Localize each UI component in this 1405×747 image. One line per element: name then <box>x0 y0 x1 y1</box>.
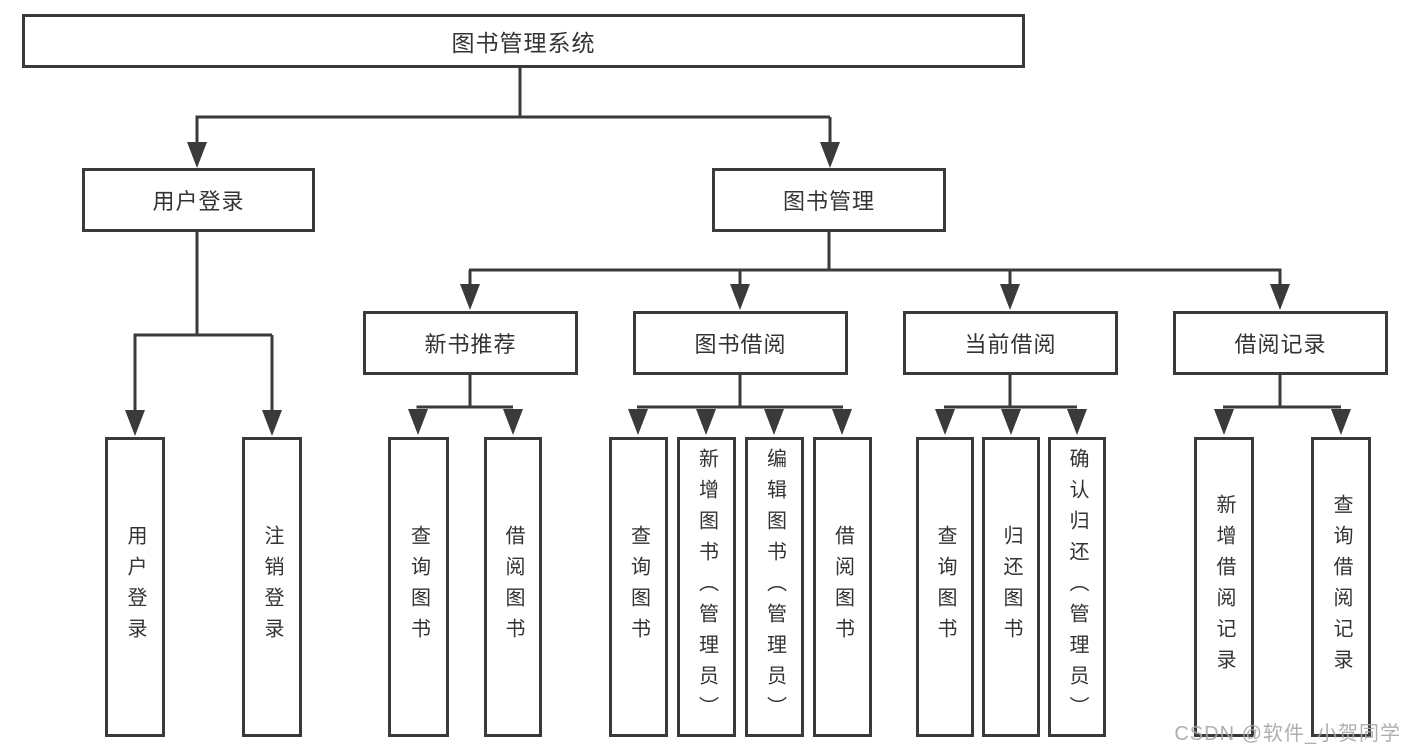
node-book-management-system: 图书管理系统 <box>22 14 1025 68</box>
node-label: 新增图书（管理员） <box>695 447 718 727</box>
node-label: 新书推荐 <box>424 332 517 357</box>
node-leaf-edit-books-admin: 编辑图书（管理员） <box>745 437 804 737</box>
node-label: 归还图书 <box>1000 525 1022 649</box>
node-label: 新增借阅记录 <box>1213 494 1235 680</box>
node-label: 图书借阅 <box>694 332 787 357</box>
node-leaf-add-books-admin: 新增图书（管理员） <box>677 437 736 737</box>
node-leaf-query-books-recommend: 查询图书 <box>388 437 449 737</box>
node-leaf-query-books-current: 查询图书 <box>916 437 974 737</box>
node-new-book-recommend: 新书推荐 <box>363 311 578 375</box>
node-label: 用户登录 <box>152 189 245 214</box>
node-label: 图书管理 <box>782 189 875 214</box>
node-book-borrowing: 图书借阅 <box>633 311 848 375</box>
node-leaf-confirm-return-admin: 确认归还（管理员） <box>1048 437 1106 737</box>
connector-new-book-to-leaves <box>408 375 523 435</box>
node-label: 查询图书 <box>934 525 956 649</box>
node-leaf-borrow-books: 借阅图书 <box>813 437 872 737</box>
node-label: 注销登录 <box>261 525 283 649</box>
node-label: 用户登录 <box>124 525 146 649</box>
node-user-login: 用户登录 <box>82 168 315 232</box>
node-leaf-logout: 注销登录 <box>242 437 302 737</box>
node-label: 确认归还（管理员） <box>1066 447 1088 727</box>
node-label: 查询图书 <box>407 525 430 649</box>
connector-borrow-records-to-leaves <box>1214 375 1351 435</box>
node-leaf-return-books: 归还图书 <box>982 437 1040 737</box>
connector-book-management-to-level3 <box>460 232 1290 310</box>
node-leaf-add-borrow-record: 新增借阅记录 <box>1194 437 1254 737</box>
node-label: 借阅图书 <box>831 525 854 649</box>
connector-root-to-level2 <box>187 68 840 168</box>
node-label: 借阅记录 <box>1234 332 1327 357</box>
csdn-watermark: CSDN @软件_小贺同学 <box>1174 723 1401 745</box>
connector-book-borrow-to-leaves <box>628 375 852 435</box>
node-leaf-query-borrow-record: 查询借阅记录 <box>1311 437 1371 737</box>
node-label: 查询图书 <box>627 525 650 649</box>
node-label: 图书管理系统 <box>451 30 596 56</box>
node-borrowing-records: 借阅记录 <box>1173 311 1388 375</box>
node-book-management: 图书管理 <box>712 168 946 232</box>
node-label: 查询借阅记录 <box>1330 494 1352 680</box>
node-leaf-user-login: 用户登录 <box>105 437 165 737</box>
node-label: 当前借阅 <box>964 332 1057 357</box>
node-label: 借阅图书 <box>502 525 524 649</box>
node-leaf-borrow-books-recommend: 借阅图书 <box>484 437 542 737</box>
connector-current-borrow-to-leaves <box>935 375 1087 435</box>
node-leaf-query-books-borrow: 查询图书 <box>609 437 668 737</box>
node-current-borrowing: 当前借阅 <box>903 311 1118 375</box>
node-label: 编辑图书（管理员） <box>763 447 786 727</box>
connector-user-login-to-leaves <box>125 232 282 436</box>
